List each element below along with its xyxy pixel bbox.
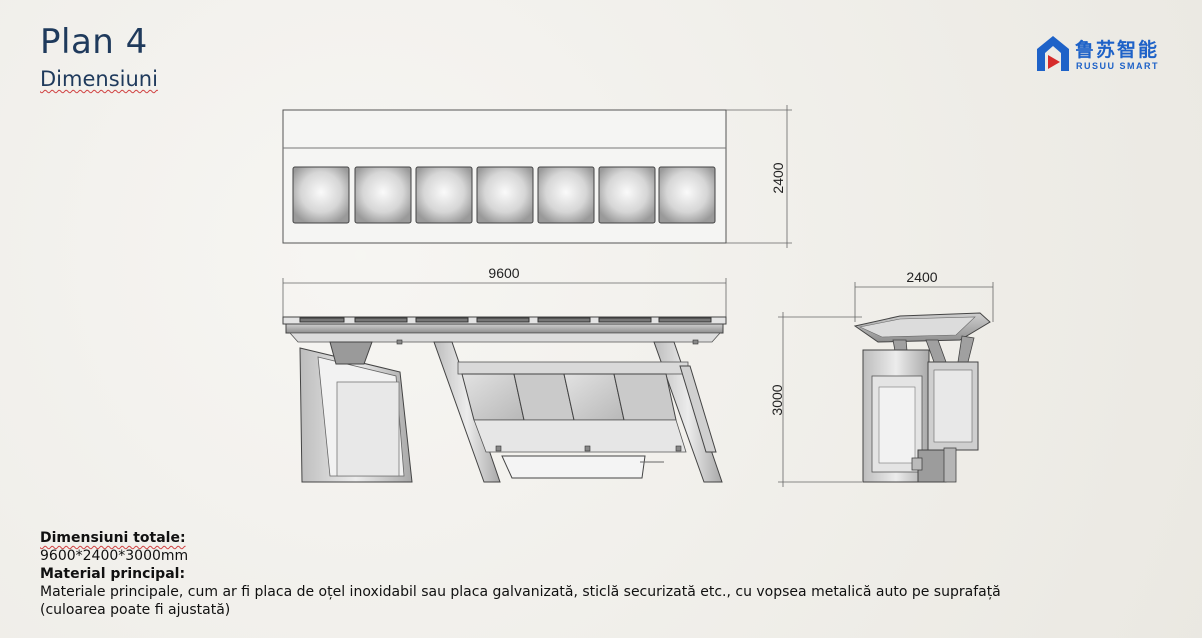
page-subtitle: Dimensiuni <box>40 67 158 91</box>
dimension-line-width <box>854 282 994 322</box>
dimension-line-depth <box>726 105 792 248</box>
logo-text-en: RUSUU SMART <box>1076 61 1159 71</box>
solar-panels <box>292 166 716 224</box>
solar-panel <box>415 166 473 224</box>
back-glass-panels <box>461 373 677 421</box>
dimension-length-label: 9600 <box>488 265 519 281</box>
material-description: Materiale principale, cum ar fi placa de… <box>40 584 1001 600</box>
solar-panel <box>354 166 412 224</box>
page-title: Plan 4 <box>40 22 148 62</box>
left-support <box>329 341 373 365</box>
total-dimensions-heading: Dimensiuni totale: <box>40 530 186 546</box>
dimension-line-length <box>282 278 727 318</box>
house-arrow-icon <box>1037 36 1069 71</box>
ad-panel-edge <box>679 365 717 453</box>
side-view: 2400 <box>853 269 994 483</box>
total-dimensions-value: 9600*2400*3000mm <box>40 548 189 564</box>
left-leg <box>433 341 501 483</box>
bench <box>501 455 646 479</box>
logo-text-cn: 鲁苏智能 <box>1075 40 1160 61</box>
top-view: 2400 <box>282 105 792 248</box>
notes-block: Dimensiuni totale: 9600*2400*3000mm Mate… <box>40 529 1001 619</box>
dimension-depth-label: 2400 <box>770 162 786 193</box>
roof-edge <box>285 323 724 334</box>
solar-panel <box>292 166 350 224</box>
solar-panel <box>476 166 534 224</box>
material-heading: Material principal: <box>40 566 186 582</box>
brand-logo: 鲁苏智能 RUSUU SMART <box>1033 33 1165 78</box>
dimension-line-height <box>778 312 862 487</box>
dimension-width-label: 2400 <box>906 269 937 285</box>
solar-panel <box>658 166 716 224</box>
front-view: 9600 <box>282 265 862 487</box>
solar-panel <box>537 166 595 224</box>
dimension-height-label: 3000 <box>769 384 785 415</box>
material-note: (culoarea poate fi ajustată) <box>40 602 231 618</box>
solar-panel <box>598 166 656 224</box>
